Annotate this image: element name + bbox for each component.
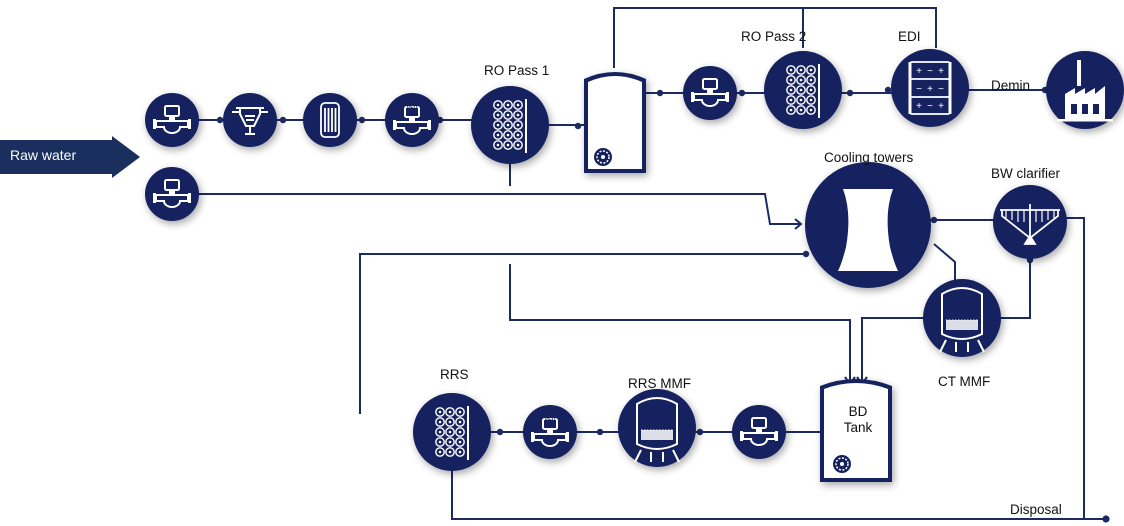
junction-dot (802, 250, 810, 258)
arrow-to-cooling (794, 218, 803, 230)
vfd-pump-2: VFD (523, 405, 577, 459)
junction-dot (574, 122, 582, 130)
pipe-ro1-reject-to-bdtank (509, 264, 851, 384)
bd-tank-label-line1: BD (848, 404, 868, 419)
clarifier-icon (1000, 204, 1060, 245)
edi-stack-icon (908, 61, 952, 115)
svg-text:+: + (938, 101, 944, 112)
junction-dot (846, 89, 854, 97)
pipe-clarifier-out (1066, 217, 1085, 519)
membrane-array-icon (786, 64, 820, 118)
junction-dot (1102, 515, 1110, 523)
svg-text:+: + (938, 66, 944, 77)
svg-text:+: + (927, 84, 933, 95)
svg-text:−: − (927, 66, 933, 77)
cooling-tower-icon (838, 189, 898, 271)
strainer-icon (232, 107, 268, 135)
demin-label: Demin (991, 78, 1031, 93)
rrs-mmf-label: RRS MMF (628, 376, 691, 391)
junction-dot (596, 428, 604, 436)
ro-pass-1-label: RO Pass 1 (484, 63, 550, 78)
svg-text:+: + (916, 101, 922, 112)
pipe-cooling-down (933, 243, 956, 285)
membrane-array-icon (493, 99, 527, 153)
pressure-filter-icon (634, 397, 680, 463)
pump-2 (145, 167, 199, 221)
bd-tank (820, 379, 892, 482)
demin-plant (1046, 51, 1124, 129)
pipe-clarifier-down (1000, 258, 1031, 319)
pipe-raw-to-cooling (172, 193, 800, 225)
edi: +−+ −+− +−+ (891, 49, 969, 127)
pump-3 (683, 66, 737, 120)
junction-dot (696, 428, 704, 436)
agitator-icon (594, 148, 612, 166)
pump-4 (732, 405, 786, 459)
junction-dot (656, 89, 664, 97)
svg-text:−: − (927, 101, 933, 112)
junction-dot (884, 86, 892, 94)
cartridge-filter (303, 93, 357, 147)
bw-clarifier (993, 185, 1067, 259)
vfd-label: VFD (407, 105, 418, 111)
ro-pass-1 (471, 86, 549, 164)
vfd-pump-1: VFD (385, 93, 439, 147)
bw-clarifier-label: BW clarifier (991, 166, 1061, 181)
permeate-tank (584, 72, 646, 173)
pipe-ctmmf-to-bdtank (861, 317, 928, 384)
pipe-rrs-to-cooling (359, 253, 806, 414)
membrane-array-icon (435, 406, 469, 460)
rrs-label: RRS (440, 367, 469, 382)
pump-1 (145, 93, 199, 147)
bd-tank-label-line2: Tank (843, 420, 873, 435)
pipe-top-recycle (613, 7, 937, 68)
junction-dot (738, 89, 746, 97)
svg-text:−: − (916, 84, 922, 95)
svg-text:−: − (938, 84, 944, 95)
agitator-icon (833, 455, 851, 473)
ct-mmf (923, 279, 1001, 357)
rrs-mmf (618, 389, 696, 467)
cooling-towers (805, 162, 931, 288)
ro-pass-2 (764, 51, 842, 129)
ct-mmf-label: CT MMF (938, 374, 991, 389)
raw-water-label: Raw water (10, 147, 77, 163)
junction-dot (279, 116, 287, 124)
junction-dot (216, 116, 224, 124)
pipe-rrs-to-disposal (451, 468, 1106, 520)
edi-label: EDI (898, 29, 921, 44)
cooling-towers-label: Cooling towers (824, 150, 914, 165)
raw-water-arrow (0, 136, 140, 178)
strainer (223, 93, 277, 147)
vfd-label: VFD (545, 417, 556, 423)
factory-icon (1057, 60, 1113, 122)
svg-text:+: + (916, 66, 922, 77)
junction-dot (358, 116, 366, 124)
disposal-label: Disposal (1010, 502, 1062, 517)
cartridge-filter-icon (320, 102, 340, 138)
ro-pass-2-label: RO Pass 2 (741, 29, 807, 44)
junction-dot (496, 428, 504, 436)
pressure-filter-icon (939, 287, 985, 353)
rrs (413, 393, 491, 471)
junction-dot (930, 216, 938, 224)
